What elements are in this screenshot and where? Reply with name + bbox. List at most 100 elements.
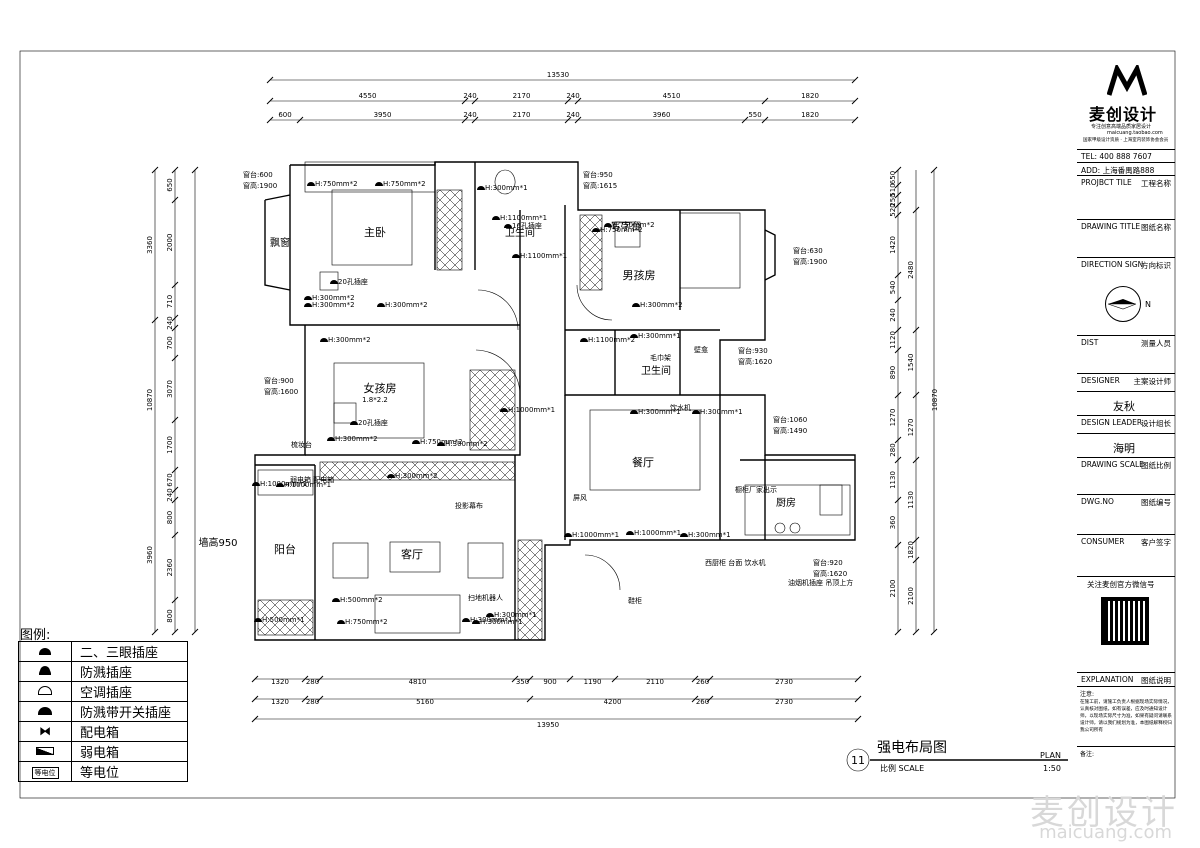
brand-tagline-1: 专注创意高端品质家居设计: [1091, 124, 1152, 130]
dim-tick: [566, 675, 574, 683]
socket-icon: [564, 533, 572, 537]
note-fridge: 橱柜厂家出示: [735, 485, 777, 494]
tb-en-label: DRAWING SCALE: [1081, 460, 1144, 469]
socket-icon: [512, 254, 520, 258]
dim-tick: [894, 541, 902, 549]
socket-icon: [337, 620, 345, 624]
note-water: 饮水机: [670, 403, 691, 412]
bottom-total-dim: 13950: [537, 721, 559, 729]
girl-bed-size: 1.8*2.2: [362, 396, 388, 404]
dim-label: 2000: [166, 234, 174, 252]
dim-label: 2730: [775, 698, 793, 706]
dim-tick: [171, 166, 179, 174]
dim-tick: [301, 695, 309, 703]
room-bay: 飘窗: [270, 236, 290, 249]
brand-tagline-3: 国家甲级设计资质 · 上海室内装饰协会会员: [1083, 138, 1169, 143]
dim-label: 3950: [374, 111, 392, 119]
socket-icon: [304, 303, 312, 307]
dim-label: 800: [166, 609, 174, 622]
plan-label: PLAN: [1040, 751, 1061, 760]
dim-label: 2480: [907, 261, 915, 279]
socket-icon: [377, 303, 385, 307]
dim-label: 540: [889, 281, 897, 294]
dim-tick: [461, 116, 469, 124]
socket-label: H:300mm*2: [385, 301, 428, 309]
dim-tick: [526, 675, 534, 683]
sill-height: 窗台:930: [738, 346, 768, 355]
dim-tick: [171, 196, 179, 204]
right-dim-labels: 2480154012701130182021006505102505201420…: [889, 171, 939, 605]
top-total-dim: 13530: [547, 71, 569, 79]
ac-socket-icon: [38, 686, 52, 695]
dim-tick: [930, 628, 938, 636]
legend-label: 空调插座: [71, 681, 188, 702]
legend: 二、三眼插座 防溅插座 空调插座 防溅带开关插座 ⧓配电箱 弱电箱 等电位等电位: [18, 641, 188, 782]
dim-tick: [564, 116, 572, 124]
dim-label: 260: [696, 698, 709, 706]
dim-label: 1320: [271, 678, 289, 686]
kitchen-counter: [744, 484, 851, 536]
dim-label: 360: [889, 516, 897, 529]
dual-socket-icon: [39, 648, 51, 655]
room-bath1: 卫生间: [505, 226, 535, 239]
socket-icon: [472, 620, 480, 624]
dim-label: 1820: [801, 92, 819, 100]
window-height: 窗高:1615: [583, 181, 617, 190]
dim-tick: [251, 695, 259, 703]
socket-label: H:1000mm*1: [572, 531, 619, 539]
dim-label: 240: [566, 92, 579, 100]
dim-tick: [912, 391, 920, 399]
sofa: [374, 594, 461, 634]
socket-icon: [254, 618, 262, 622]
dim-label: 4510: [663, 92, 681, 100]
splash-socket-icon: [39, 668, 51, 675]
dim-label: 1270: [907, 419, 915, 437]
note-dressing: 梳妆台: [291, 440, 312, 449]
dim-tick: [894, 211, 902, 219]
tb-en-label: DWG.NO: [1081, 497, 1114, 506]
socket-label: H:750mm*2: [420, 438, 463, 446]
dim-tick: [151, 628, 159, 636]
window-height: 窗高:1620: [813, 569, 847, 578]
walls: [254, 161, 856, 641]
socket-icon: [327, 437, 335, 441]
socket-icon: [626, 531, 634, 535]
socket-label: H:300mm*1: [485, 184, 528, 192]
legend-label: 配电箱: [71, 721, 188, 742]
dim-label: 1130: [889, 471, 897, 489]
wechat-caption: 关注麦创官方微信号: [1087, 580, 1155, 589]
note-wine: 西厨柜 台面 饮水机: [705, 558, 765, 567]
dim-tick: [564, 97, 572, 105]
room-dining: 餐厅: [632, 455, 654, 469]
legend-row: 防溅带开关插座: [18, 701, 188, 722]
note-range: 油烟机插座 吊顶上方: [788, 578, 853, 587]
tb-cn-label: 方向标识: [1141, 261, 1171, 270]
tb-cn-label: 图纸名称: [1141, 223, 1171, 232]
room-bath2: 卫生间: [641, 364, 671, 377]
window-height: 窗高:1620: [738, 357, 772, 366]
tb-en-label: DRAWING TITLE: [1081, 222, 1141, 231]
dim-tick: [854, 695, 862, 703]
misc-notes: 梳妆台 投影幕布 屏风 饮水机 西厨柜 台面 饮水机 油烟机插座 吊顶上方 橱柜…: [290, 345, 853, 605]
dim-tick: [266, 97, 274, 105]
left-dimensions: [151, 166, 199, 636]
dim-tick: [611, 675, 619, 683]
tb-en-label: DIST: [1081, 338, 1099, 347]
socket-label: H:750mm*2: [345, 618, 388, 626]
sill-height: 窗台:950: [583, 170, 613, 179]
dim-label: 4810: [409, 678, 427, 686]
dim-tick: [461, 97, 469, 105]
dim-tick: [894, 201, 902, 209]
socket-label: 20孔插座: [338, 277, 368, 286]
plan-number: 11: [851, 754, 865, 767]
dining-table: [589, 409, 701, 491]
sill-height: 窗台:900: [264, 376, 294, 385]
dim-label: 240: [166, 316, 174, 329]
dim-tick: [471, 116, 479, 124]
dim-label: 2360: [166, 559, 174, 577]
socket-label: H:750mm*2: [612, 221, 655, 229]
boy-bed: [679, 212, 741, 289]
window-height: 窗高:1900: [793, 257, 827, 266]
socket-icon: [492, 216, 500, 220]
sill-height: 窗台:1060: [773, 415, 807, 424]
